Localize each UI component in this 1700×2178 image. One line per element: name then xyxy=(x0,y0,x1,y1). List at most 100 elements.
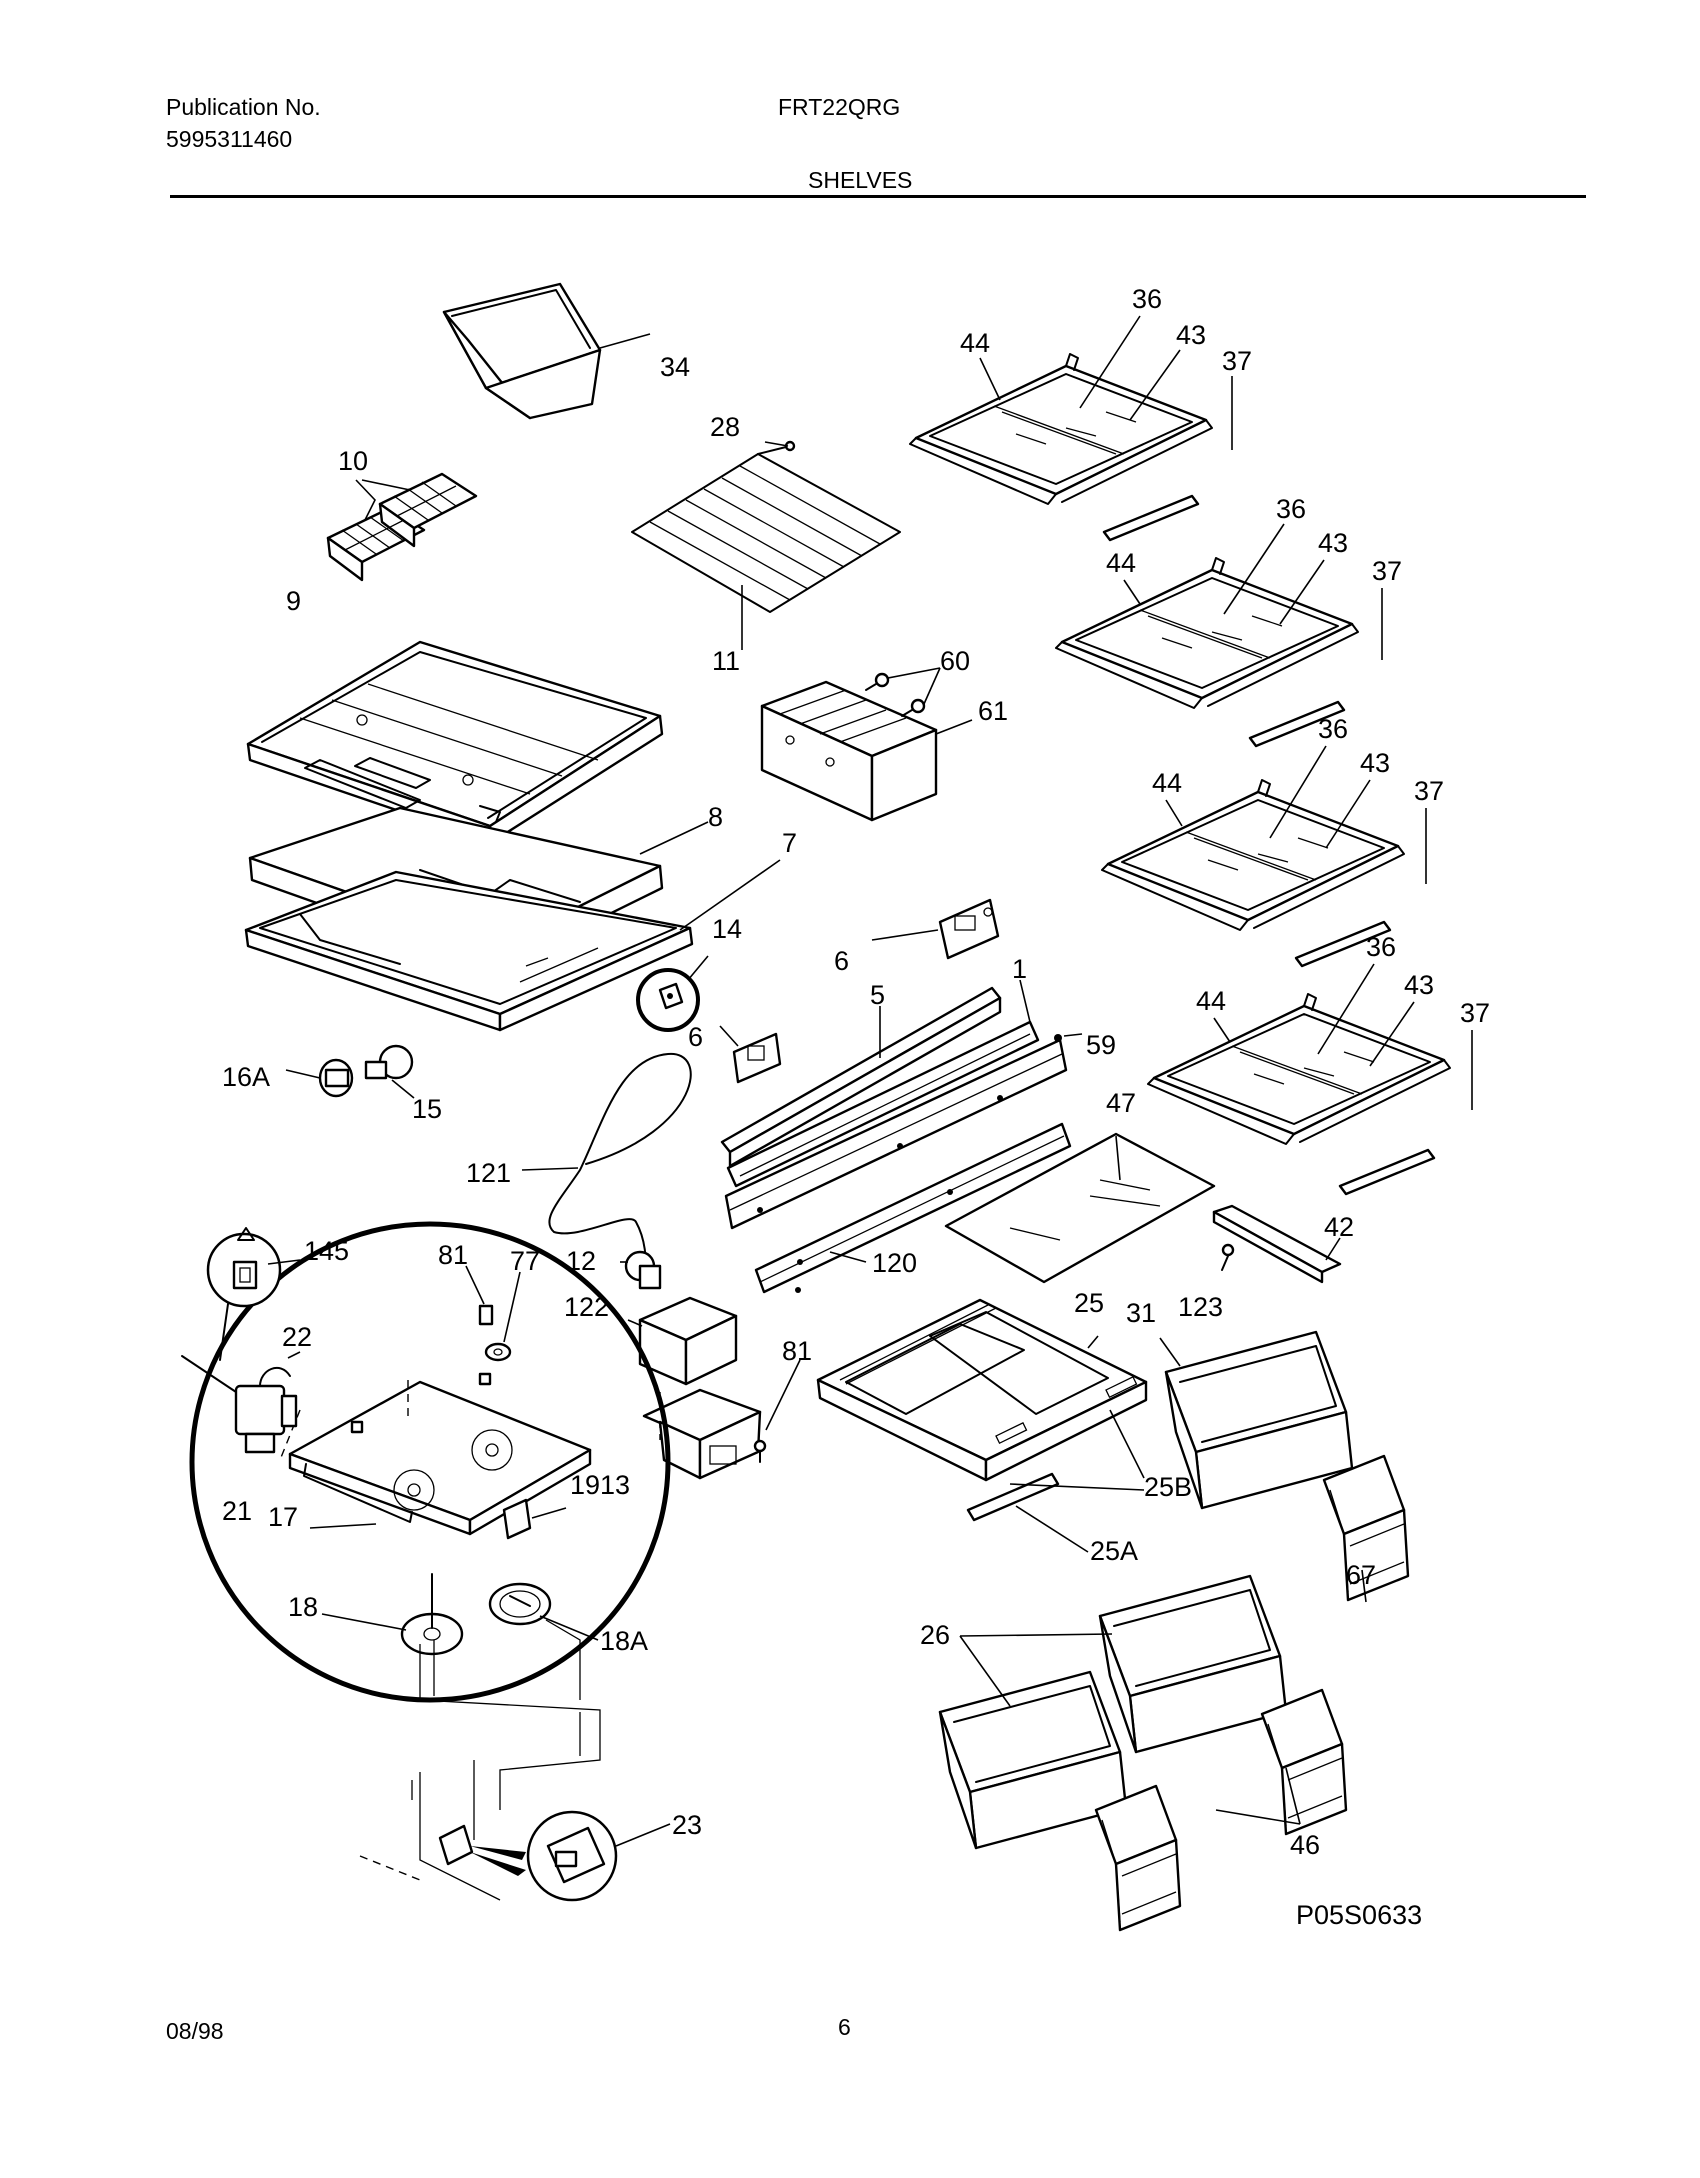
callout-9: 9 xyxy=(286,586,301,616)
callout-6-lower: 6 xyxy=(688,1022,703,1052)
callout-81-upper: 81 xyxy=(438,1240,468,1270)
callout-37-shelf1: 37 xyxy=(1222,346,1252,376)
callout-44-shelf2: 44 xyxy=(1106,548,1136,578)
callout-121: 121 xyxy=(466,1158,511,1188)
callout-122: 122 xyxy=(564,1292,609,1322)
part-13-ice-guide xyxy=(642,1388,762,1480)
publication-label: Publication No. xyxy=(166,94,321,120)
part-25-crisper-frame xyxy=(816,1298,1148,1482)
callout-44-shelf4: 44 xyxy=(1196,986,1226,1016)
callout-36-shelf3: 36 xyxy=(1318,714,1348,744)
part-25A-strip xyxy=(966,1472,1089,1553)
callout-labels: 34 28 10 11 9 60 61 8 7 14 6 5 1 6 59 47… xyxy=(222,284,1490,1930)
leader-25B-b xyxy=(1109,1409,1145,1479)
part-121-wire xyxy=(521,1052,692,1273)
rail-lower-channel xyxy=(724,1038,1068,1230)
callout-120: 120 xyxy=(872,1248,917,1278)
part-34-storage-bin xyxy=(442,282,651,420)
callout-47: 47 xyxy=(1106,1088,1136,1118)
callout-43-shelf1: 43 xyxy=(1176,320,1206,350)
callout-36-shelf2: 36 xyxy=(1276,494,1306,524)
callout-16A: 16A xyxy=(222,1062,270,1092)
part-77-washer xyxy=(484,1271,521,1362)
part-46-front-lower xyxy=(1094,1767,1301,1932)
shelf-assembly-2 xyxy=(1054,523,1383,748)
callout-25A: 25A xyxy=(1090,1536,1138,1566)
callout-44-shelf1: 44 xyxy=(960,328,990,358)
callout-18A: 18A xyxy=(600,1626,648,1656)
section-title: SHELVES xyxy=(808,167,913,193)
part-120-rail xyxy=(754,1122,1072,1294)
callout-14: 14 xyxy=(712,914,742,944)
callout-28: 28 xyxy=(710,412,740,442)
page-number: 6 xyxy=(838,2014,851,2040)
part-18A-gear xyxy=(488,1582,599,1641)
part-46-front-upper xyxy=(1260,1688,1348,1836)
callout-5: 5 xyxy=(870,980,885,1010)
part-9-shelf-assembly xyxy=(246,640,664,844)
callout-42: 42 xyxy=(1324,1212,1354,1242)
callout-46: 46 xyxy=(1290,1830,1320,1860)
callout-123: 123 xyxy=(1178,1292,1223,1322)
shelf-assembly-3 xyxy=(1100,745,1427,968)
cabinet-corner xyxy=(359,1619,601,1901)
callout-25: 25 xyxy=(1074,1288,1104,1318)
shelf-assembly-1 xyxy=(908,315,1233,542)
callout-37-shelf4: 37 xyxy=(1460,998,1490,1028)
part-22-motor xyxy=(181,1351,301,1454)
callout-6-upper: 6 xyxy=(834,946,849,976)
callout-37-shelf2: 37 xyxy=(1372,556,1402,586)
part-81-screw-upper xyxy=(465,1265,494,1326)
part-10-ice-trays xyxy=(326,472,478,582)
callout-59: 59 xyxy=(1086,1030,1116,1060)
part-12-connector xyxy=(620,1250,662,1290)
part-14-detail-circle xyxy=(636,955,709,1032)
callout-10: 10 xyxy=(338,446,368,476)
callout-26: 26 xyxy=(920,1620,950,1650)
callout-60: 60 xyxy=(940,646,970,676)
part-16A-lamp-socket xyxy=(285,1058,354,1098)
callout-37-shelf3: 37 xyxy=(1414,776,1444,806)
part-26-pan-upper xyxy=(1098,1574,1288,1754)
part-59-screw xyxy=(1054,1033,1083,1042)
part-18-gear xyxy=(321,1573,464,1656)
callout-19-13: 1913 xyxy=(570,1470,630,1500)
part-6-bracket-lower xyxy=(719,1025,782,1084)
leader-17 xyxy=(309,1523,377,1529)
part-5-rail xyxy=(720,986,1002,1168)
callout-61: 61 xyxy=(978,696,1008,726)
callout-23: 23 xyxy=(672,1810,702,1840)
callout-7: 7 xyxy=(782,828,797,858)
part-67-pan-front xyxy=(1322,1454,1410,1603)
callout-15: 15 xyxy=(412,1094,442,1124)
part-11-wire-shelf xyxy=(631,440,901,650)
callout-36-shelf1: 36 xyxy=(1132,284,1162,314)
callout-44-shelf3: 44 xyxy=(1152,768,1182,798)
model-number: FRT22QRG xyxy=(778,94,901,120)
callout-43-shelf4: 43 xyxy=(1404,970,1434,1000)
ice-maker-detail-circle xyxy=(189,1221,671,1703)
part-23-switch-detail xyxy=(438,1810,671,1902)
header-rule xyxy=(170,195,1586,198)
callout-67: 67 xyxy=(1346,1560,1376,1590)
callout-31: 31 xyxy=(1126,1298,1156,1328)
part-145-detail-circle xyxy=(206,1227,301,1361)
callout-25B: 25B xyxy=(1144,1472,1192,1502)
part-60-screws xyxy=(865,667,941,717)
callout-34: 34 xyxy=(660,352,690,382)
callout-77: 77 xyxy=(510,1246,540,1276)
part-42-bracket xyxy=(1212,1204,1342,1284)
part-1-rail xyxy=(726,979,1040,1188)
part-31-pan xyxy=(1159,1330,1354,1510)
callout-1: 1 xyxy=(1012,954,1027,984)
callout-43-shelf3: 43 xyxy=(1360,748,1390,778)
callout-81-lower: 81 xyxy=(782,1336,812,1366)
part-123-screw xyxy=(1221,1243,1235,1271)
publication-number: 5995311460 xyxy=(166,126,293,152)
callout-18: 18 xyxy=(288,1592,318,1622)
part-122-ice-chute xyxy=(627,1296,738,1440)
callout-11: 11 xyxy=(712,646,740,676)
part-7-frame xyxy=(244,859,781,1032)
callout-36-shelf4: 36 xyxy=(1366,932,1396,962)
